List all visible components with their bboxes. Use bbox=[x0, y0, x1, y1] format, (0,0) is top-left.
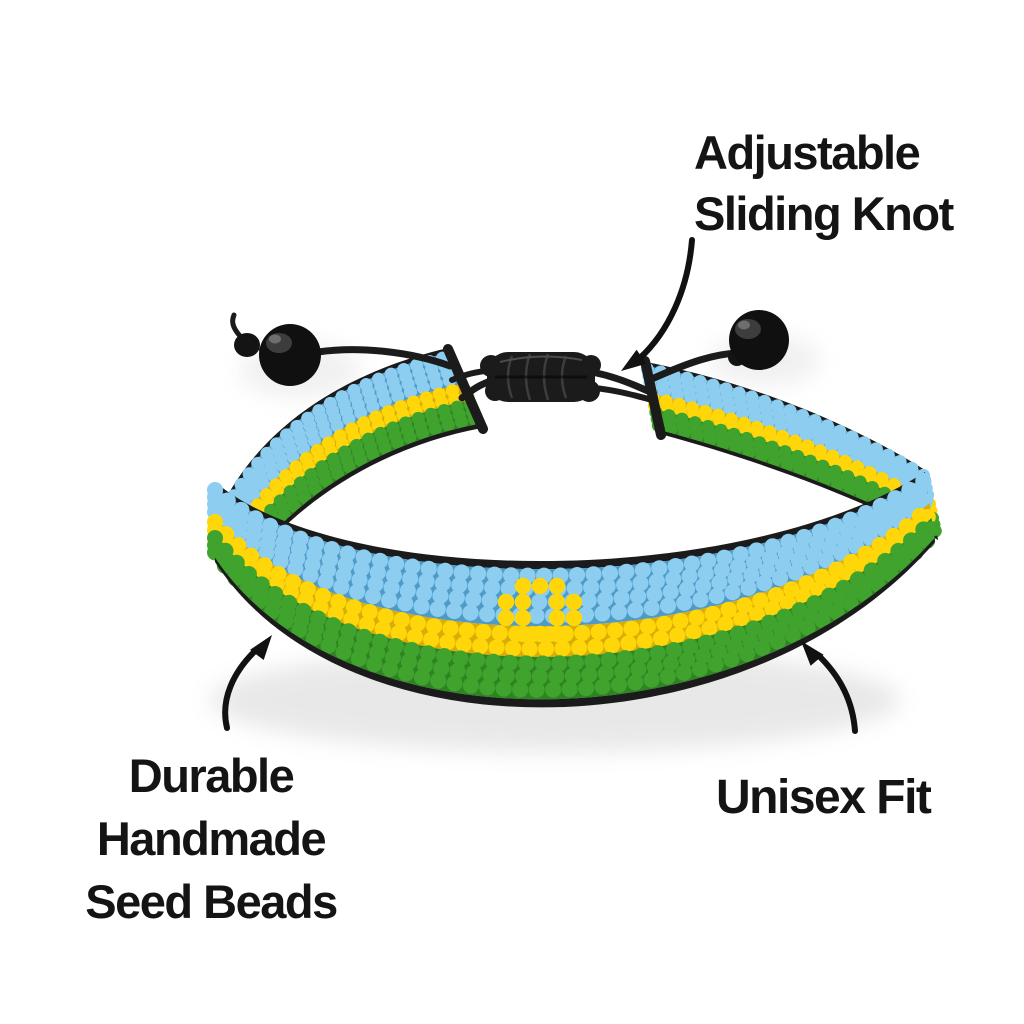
label-line: Adjustable bbox=[694, 126, 921, 179]
sun-motif bbox=[497, 577, 583, 643]
label-unisex-fit: Unisex Fit bbox=[716, 771, 932, 824]
end-bead-left bbox=[234, 324, 321, 386]
seed-beads-arrow-icon bbox=[222, 635, 272, 731]
sliding-knot bbox=[480, 352, 601, 402]
end-bead-right bbox=[728, 310, 789, 370]
band-back-right-segment bbox=[640, 356, 944, 540]
label-adjustable-sliding-knot: Adjustable Sliding Knot bbox=[694, 122, 954, 244]
unisex-arrow-icon bbox=[801, 641, 858, 734]
label-line: Durable bbox=[128, 749, 295, 802]
label-line: Handmade bbox=[96, 812, 327, 865]
cord-knot-icon bbox=[234, 333, 260, 357]
knot-arrow-icon bbox=[621, 237, 695, 371]
callout-arrows bbox=[222, 237, 858, 734]
label-line: Sliding Knot bbox=[694, 187, 954, 240]
band-front-segment bbox=[207, 471, 942, 708]
label-line: Seed Beads bbox=[85, 875, 338, 928]
label-line: Unisex Fit bbox=[716, 771, 932, 824]
label-durable-handmade-seed-beads: Durable Handmade Seed Beads bbox=[66, 744, 356, 933]
